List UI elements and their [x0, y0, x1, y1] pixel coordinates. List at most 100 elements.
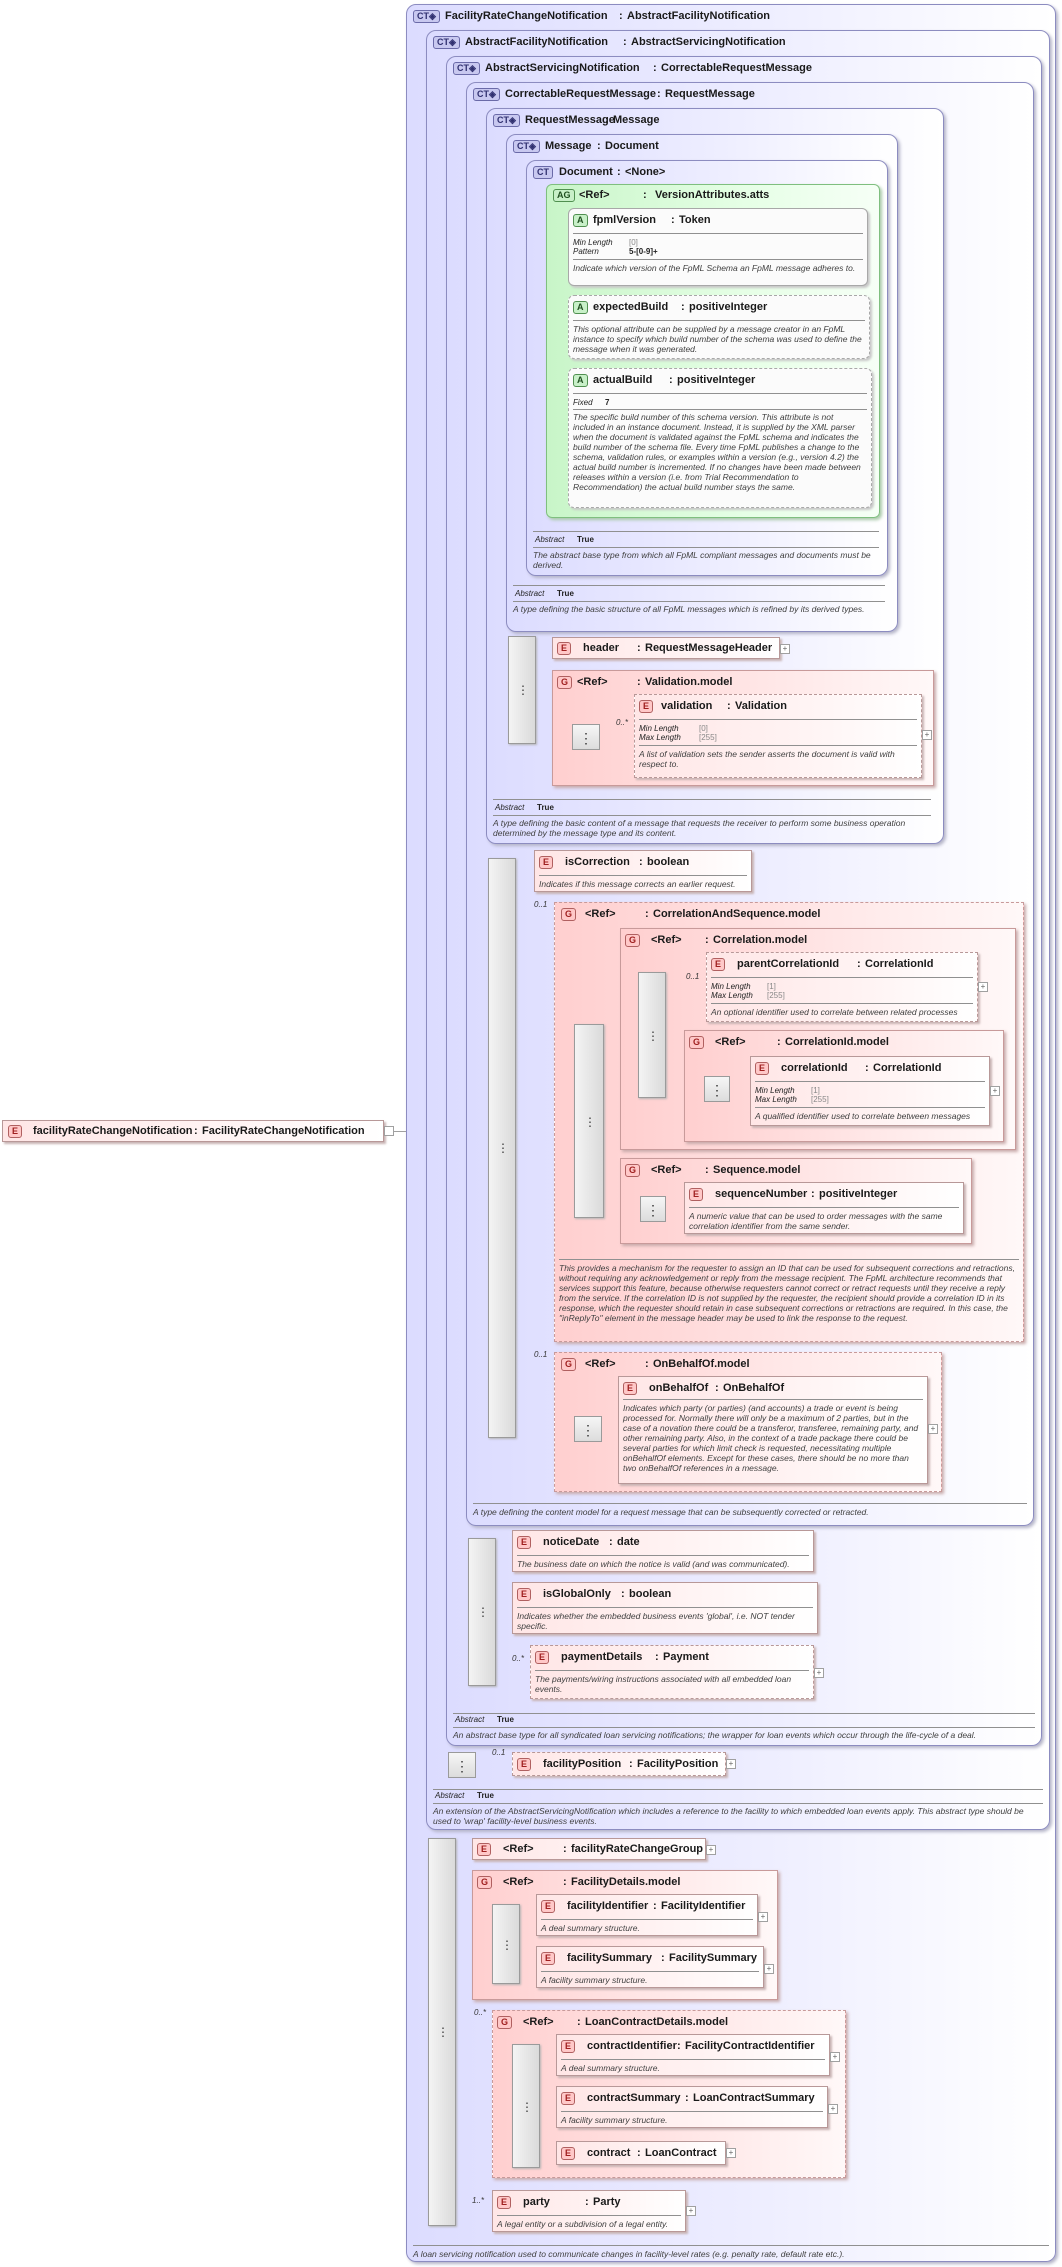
- root-element-box[interactable]: E facilityRateChangeNotification : Facil…: [2, 1120, 384, 1142]
- sequence-icon: ⋮: [640, 1196, 666, 1222]
- element-badge: E: [8, 1125, 23, 1138]
- type-separator: :: [857, 958, 861, 970]
- type-separator: :: [577, 2016, 581, 2028]
- expand-icon[interactable]: +: [814, 1668, 824, 1678]
- expand-icon[interactable]: +: [828, 2104, 838, 2114]
- sequence-bar: ⋮: [492, 1904, 520, 1984]
- ct-name: AbstractServicingNotification: [485, 62, 640, 74]
- element-badge: E: [539, 856, 554, 869]
- element-sequence-number[interactable]: E sequenceNumber : positiveInteger A num…: [684, 1182, 964, 1234]
- element-type: LoanContract: [645, 2147, 717, 2159]
- element-type: OnBehalfOf: [723, 1382, 785, 1394]
- element-type: CorrelationId: [865, 958, 934, 970]
- expand-icon[interactable]: +: [726, 1759, 736, 1769]
- element-description: Indicates which party (or parties) (and …: [623, 1403, 919, 1473]
- element-type: RequestMessageHeader: [645, 642, 773, 654]
- element-name: correlationId: [781, 1062, 848, 1074]
- element-is-correction[interactable]: E isCorrection : boolean Indicates if th…: [534, 850, 752, 892]
- expand-icon[interactable]: +: [686, 2206, 696, 2216]
- root-element-name: facilityRateChangeNotification: [33, 1125, 193, 1137]
- element-name: parentCorrelationId: [737, 958, 840, 970]
- attribute-fpml-version[interactable]: A fpmlVersion : Token Min Length [0] Pat…: [568, 208, 868, 286]
- attribute-actual-build[interactable]: A actualBuild : positiveInteger Fixed 7 …: [568, 368, 872, 508]
- element-name: contractIdentifier: [587, 2040, 677, 2052]
- type-separator: :: [669, 374, 673, 386]
- group-description: This provides a mechanism for the reques…: [559, 1263, 1015, 1323]
- sequence-bar: ⋮: [574, 1024, 604, 1218]
- type-separator: :: [621, 1588, 625, 1600]
- element-name: noticeDate: [543, 1536, 600, 1548]
- cardinality: 0..*: [616, 718, 629, 727]
- expand-icon[interactable]: +: [764, 1964, 774, 1974]
- element-facility-rate-change-group[interactable]: E <Ref> : facilityRateChangeGroup: [472, 1838, 706, 1860]
- element-contract-identifier[interactable]: E contractIdentifier : FacilityContractI…: [556, 2034, 830, 2076]
- group-badge: G: [477, 1876, 493, 1889]
- ct-name: Document: [559, 166, 613, 178]
- facet-value: [0]: [699, 724, 708, 733]
- expand-icon[interactable]: +: [990, 1086, 1000, 1096]
- attribute-badge: A: [573, 214, 588, 227]
- element-type: date: [617, 1536, 640, 1548]
- group-ref: <Ref>: [585, 1358, 616, 1370]
- element-facility-identifier[interactable]: E facilityIdentifier : FacilityIdentifie…: [536, 1894, 758, 1936]
- type-separator: :: [653, 1900, 657, 1912]
- abstract-value: True: [577, 535, 594, 544]
- element-notice-date[interactable]: E noticeDate : date The business date on…: [512, 1530, 814, 1572]
- element-badge: E: [541, 1900, 556, 1913]
- attribute-badge: A: [573, 301, 588, 314]
- expand-icon[interactable]: +: [928, 1424, 938, 1434]
- complex-type-badge: CT◈: [493, 114, 520, 127]
- attribute-description: Indicate which version of the FpML Schem…: [573, 263, 856, 273]
- element-header[interactable]: E header : RequestMessageHeader: [552, 637, 780, 659]
- attribute-description: The specific build number of this schema…: [573, 412, 861, 492]
- cardinality: 0..*: [474, 2008, 487, 2017]
- sequence-icon: ⋮: [497, 1141, 509, 1155]
- element-party[interactable]: E party : Party A legal entity or a subd…: [492, 2190, 686, 2232]
- expand-icon[interactable]: +: [830, 2052, 840, 2062]
- element-is-global-only[interactable]: E isGlobalOnly : boolean Indicates wheth…: [512, 1582, 818, 1634]
- type-separator: :: [597, 140, 601, 152]
- element-contract[interactable]: E contract : LoanContract: [556, 2141, 726, 2165]
- element-badge: E: [557, 642, 572, 655]
- element-facility-position[interactable]: E facilityPosition : FacilityPosition: [512, 1752, 726, 1776]
- element-name: sequenceNumber: [715, 1188, 808, 1200]
- element-on-behalf-of[interactable]: E onBehalfOf : OnBehalfOf Indicates whic…: [618, 1376, 928, 1484]
- element-validation[interactable]: E validation : Validation Min Length [0]…: [634, 694, 922, 778]
- type-separator: :: [671, 214, 675, 226]
- element-payment-details[interactable]: E paymentDetails : Payment The payments/…: [530, 1645, 814, 1699]
- element-facility-summary[interactable]: E facilitySummary : FacilitySummary A fa…: [536, 1946, 764, 1988]
- element-name: party: [523, 2196, 550, 2208]
- ct-description: An extension of the AbstractServicingNot…: [433, 1806, 1024, 1826]
- element-contract-summary[interactable]: E contractSummary : LoanContractSummary …: [556, 2086, 828, 2128]
- sequence-icon: ⋮: [574, 1416, 602, 1442]
- element-description: A deal summary structure.: [561, 2063, 660, 2073]
- expand-icon[interactable]: +: [978, 982, 988, 992]
- type-separator: :: [685, 2092, 689, 2104]
- ct-base: RequestMessage: [665, 88, 755, 100]
- expand-icon[interactable]: +: [758, 1912, 768, 1922]
- element-type: FacilitySummary: [669, 1952, 758, 1964]
- element-parent-correlation-id[interactable]: E parentCorrelationId : CorrelationId Mi…: [706, 952, 978, 1022]
- element-type: FacilityIdentifier: [661, 1900, 746, 1912]
- expand-icon[interactable]: +: [706, 1845, 716, 1855]
- expand-icon[interactable]: +: [726, 2148, 736, 2158]
- element-description: A facility summary structure.: [541, 1975, 648, 1985]
- sequence-icon: ⋮: [437, 2025, 449, 2039]
- element-correlation-id[interactable]: E correlationId : CorrelationId Min Leng…: [750, 1056, 990, 1126]
- expand-icon[interactable]: +: [780, 644, 790, 654]
- abstract-label: Abstract: [515, 589, 545, 598]
- facet-label: Min Length: [755, 1086, 795, 1095]
- element-badge: E: [517, 1758, 532, 1771]
- root-element-type: FacilityRateChangeNotification: [202, 1125, 365, 1137]
- cardinality: 0..1: [686, 972, 700, 981]
- attribute-expected-build[interactable]: A expectedBuild : positiveInteger This o…: [568, 295, 870, 359]
- facet-value: 7: [605, 398, 610, 407]
- element-type: facilityRateChangeGroup: [571, 1843, 704, 1855]
- sequence-icon: ⋮: [448, 1752, 476, 1778]
- element-ref: <Ref>: [503, 1843, 534, 1855]
- type-separator: :: [645, 908, 649, 920]
- group-badge: G: [561, 908, 577, 921]
- type-separator: :: [727, 700, 731, 712]
- element-type: CorrelationId: [873, 1062, 942, 1074]
- expand-icon[interactable]: +: [922, 730, 932, 740]
